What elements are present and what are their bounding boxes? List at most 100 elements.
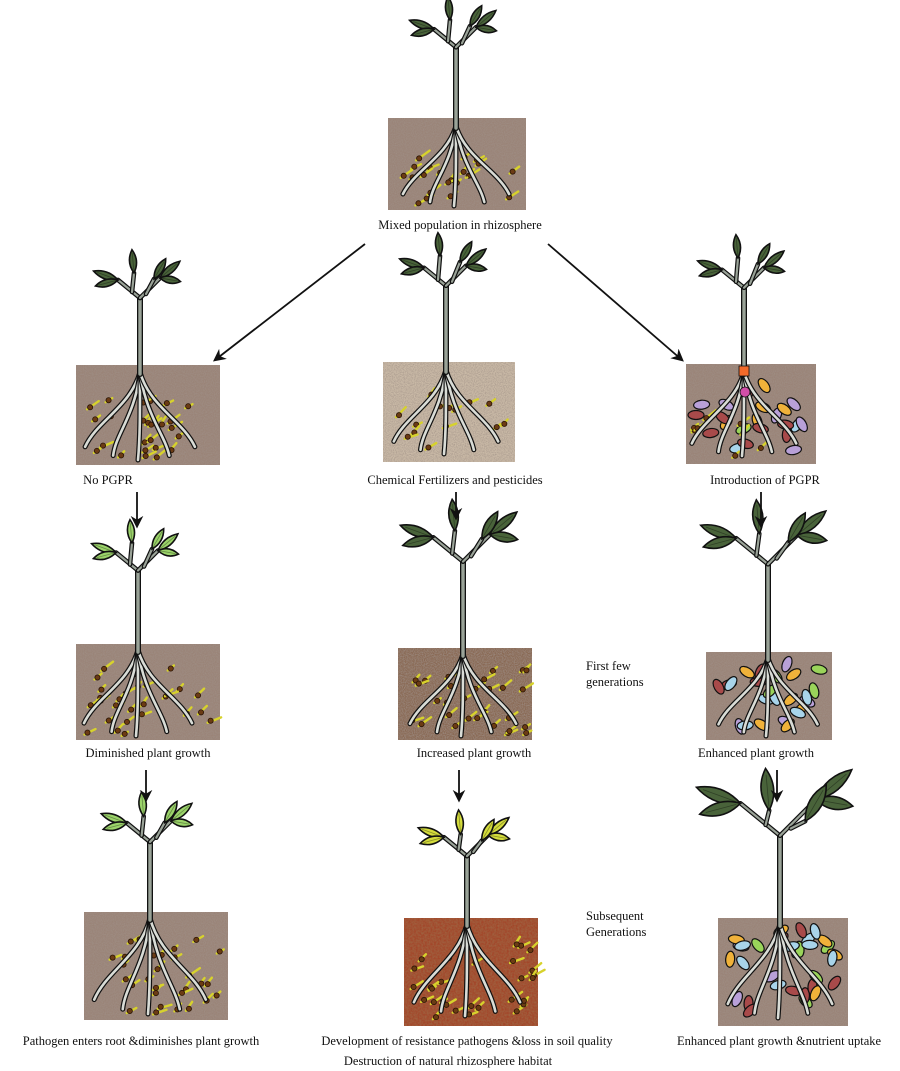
plant-pathogen [100, 792, 194, 920]
microbe-bead [172, 946, 177, 951]
microbe-bead [159, 422, 164, 427]
microbe-bead [169, 425, 174, 430]
microbe-bead [186, 404, 191, 409]
microbe-bead [94, 448, 99, 453]
microbe-bead [208, 718, 213, 723]
microbe-bead [153, 991, 158, 996]
microbe-bead [453, 1008, 458, 1013]
microbe-bead [143, 453, 148, 458]
plant-degraded [417, 810, 511, 926]
microbe-bead [461, 169, 466, 174]
microbe-bead [494, 425, 499, 430]
microbe-bead [419, 957, 424, 962]
microbe-bead [447, 712, 452, 717]
label-increased: Increased plant growth [417, 746, 532, 760]
microbe-bead [412, 164, 417, 169]
microbe-bead [128, 939, 133, 944]
microbe-bead [417, 156, 422, 161]
microbe-bead [528, 948, 533, 953]
microbe-bead [419, 721, 424, 726]
label-nutrient: Enhanced plant growth &nutrient uptake [677, 1034, 881, 1048]
microbe-bead [148, 438, 153, 443]
microbe-bead [217, 949, 222, 954]
arrow-to-no-pgpr [215, 244, 365, 360]
microbe-bead [510, 169, 515, 174]
microbe-bead [153, 445, 158, 450]
microbe-bead [122, 731, 127, 736]
plant-enhanced [699, 499, 829, 660]
microbe-bead [524, 668, 529, 673]
microbe-bead [514, 942, 519, 947]
label-top: Mixed population in rhizosphere [378, 218, 542, 232]
label-enhanced: Enhanced plant growth [698, 746, 814, 760]
arrow-to-pgpr [548, 244, 682, 360]
microbe-bead [153, 985, 158, 990]
label-no-pgpr: No PGPR [83, 473, 133, 487]
microbe-bead [176, 434, 181, 439]
microbe-bead [530, 975, 535, 980]
microbe-bead [194, 937, 199, 942]
plant-chemical [398, 232, 488, 372]
label-pgpr: Introduction of PGPR [710, 473, 820, 487]
microbe-bead [422, 997, 427, 1002]
microbe-bead [439, 979, 444, 984]
microbe-bead [411, 984, 416, 989]
microbe-bead [143, 448, 148, 453]
microbe-bead [490, 668, 495, 673]
bacterium [688, 411, 704, 420]
subsequent-line-1: Subsequent [586, 908, 646, 924]
branch [434, 29, 456, 47]
branch [444, 837, 467, 856]
label-pathogen: Pathogen enters root &diminishes plant g… [23, 1034, 259, 1048]
microbe-bead [106, 398, 111, 403]
microbe-bead [520, 687, 525, 692]
microbe-bead [119, 453, 124, 458]
microbe-bead [127, 1008, 132, 1013]
signal-marker-orange [739, 366, 749, 376]
bacterium [802, 940, 818, 950]
microbe-bead [758, 445, 763, 450]
microbe-bead [396, 413, 401, 418]
microbe-bead [429, 986, 434, 991]
branch [722, 270, 744, 288]
signal-marker-pink [740, 387, 750, 397]
microbe-bead [507, 728, 512, 733]
microbe-bead [524, 730, 529, 735]
microbe-bead [205, 982, 210, 987]
label-subsequent-generations: Subsequent Generations [586, 908, 646, 940]
plant-increased [399, 499, 520, 656]
microbe-bead [502, 421, 507, 426]
microbe-bead [93, 417, 98, 422]
microbe-bead [95, 675, 100, 680]
microbe-bead [154, 455, 159, 460]
microbe-bead [466, 716, 471, 721]
microbe-bead [158, 1004, 163, 1009]
plant-diminished [90, 519, 180, 652]
label-diminished: Diminished plant growth [86, 746, 211, 760]
microbe-bead [426, 445, 431, 450]
microbe-bead [475, 716, 480, 721]
microbe-bead [102, 666, 107, 671]
microbe-bead [124, 719, 129, 724]
microbe-bead [168, 666, 173, 671]
microbe-bead [155, 967, 160, 972]
microbe-bead [129, 707, 134, 712]
microbe-bead [412, 966, 417, 971]
branch [116, 553, 138, 571]
microbe-bead [500, 685, 505, 690]
first-line-2: generations [586, 674, 644, 690]
microbe-bead [510, 958, 515, 963]
microbe-bead [416, 681, 421, 686]
microbe-bead [139, 712, 144, 717]
microbe-bead [476, 1005, 481, 1010]
branch [433, 537, 463, 561]
microbe-bead [179, 990, 184, 995]
microbe-bead [214, 993, 219, 998]
branch [736, 538, 768, 564]
microbe-bead [100, 443, 105, 448]
microbe-bead [435, 698, 440, 703]
plant-no-pgpr [92, 249, 182, 374]
microbe-bead [453, 723, 458, 728]
